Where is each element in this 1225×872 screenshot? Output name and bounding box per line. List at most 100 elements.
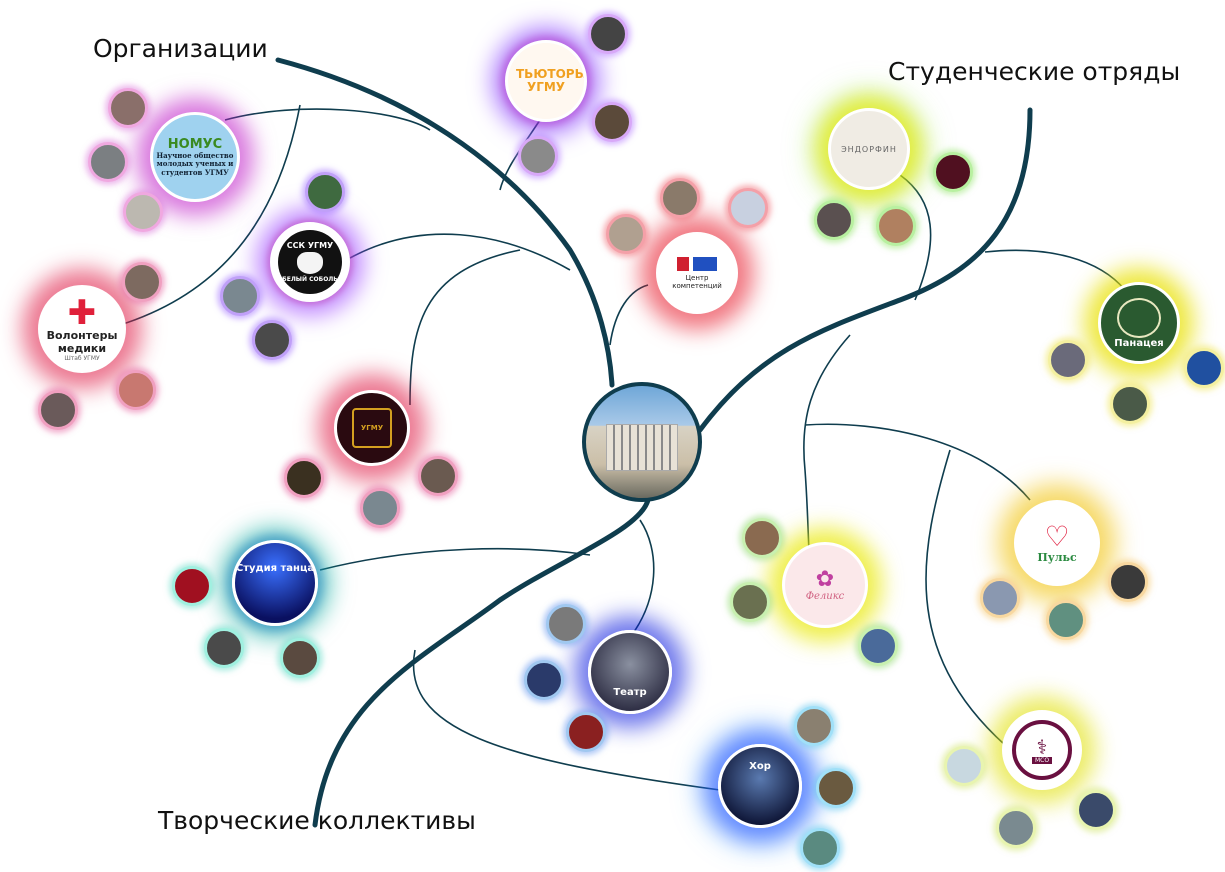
photo-endorphin-1 <box>933 152 973 192</box>
caduceus-icon: ⚕ <box>1036 734 1048 759</box>
photo-medic-2 <box>1076 790 1116 830</box>
photo-dance-3 <box>280 638 320 678</box>
building-icon <box>606 423 678 471</box>
photo-dance-2 <box>204 628 244 668</box>
node-medic-squad[interactable]: ⚕ МСО <box>1002 710 1082 790</box>
photo-council-3 <box>360 488 400 528</box>
medic-label: МСО <box>1031 756 1053 764</box>
panacea-emblem-icon <box>1117 297 1161 338</box>
photo-council-1 <box>284 458 324 498</box>
branch-label-organizations: Организации <box>93 34 268 63</box>
tutors-label: ТЬЮТОРЫ УГМУ <box>516 66 587 94</box>
node-tutors[interactable]: ТЬЮТОРЫ УГМУ <box>505 40 587 122</box>
branch-label-creative-groups: Творческие коллективы <box>158 806 476 835</box>
pulse-heart-icon: ♡ <box>1044 519 1070 553</box>
node-nomeus[interactable]: НОМУС Научное общество молодых ученых и … <box>150 112 240 202</box>
red-cross-icon: ✚ <box>67 293 97 334</box>
nomeus-description: Научное общество молодых ученых и студен… <box>156 150 234 177</box>
branch-tutors <box>499 119 541 191</box>
photo-volunteers-1 <box>122 262 162 302</box>
node-dance-studio[interactable]: Студия танца <box>232 540 318 626</box>
node-panacea[interactable]: Панацея <box>1098 282 1180 364</box>
node-theatre[interactable]: Театр <box>588 630 672 714</box>
photo-choir-3 <box>800 828 840 868</box>
panacea-label: Панацея <box>1114 337 1164 349</box>
competence-label: Центр компетенций <box>672 273 722 290</box>
node-ugmu-council[interactable]: УГМУ <box>334 390 410 466</box>
photo-dance-1 <box>172 566 212 606</box>
photo-pulse-3 <box>1046 600 1086 640</box>
branch-theatre <box>627 519 655 641</box>
photo-ssk-1 <box>305 172 345 212</box>
branch-competence <box>609 284 649 346</box>
photo-endorphin-2 <box>814 200 854 240</box>
medic-emblem: ⚕ МСО <box>1012 720 1072 780</box>
node-feliks[interactable]: ✿ Феликс <box>782 542 868 628</box>
node-choir[interactable]: Хор <box>718 744 802 828</box>
photo-competence-1 <box>660 178 700 218</box>
photo-nomeus-1 <box>108 88 148 128</box>
branch-dance <box>319 547 591 571</box>
trunk-organizations <box>275 57 615 388</box>
photo-nomeus-2 <box>88 142 128 182</box>
theatre-label: Театр <box>613 686 647 698</box>
branch-lower-squads <box>803 334 851 571</box>
photo-choir-1 <box>794 706 834 746</box>
nomeus-logo-text: НОМУС <box>167 136 223 152</box>
node-volunteers[interactable]: ✚ Волонтеры медики Штаб УГМУ <box>38 285 126 373</box>
photo-panacea-3 <box>1110 384 1150 424</box>
competence-logo-icon <box>677 256 717 271</box>
council-label: УГМУ <box>360 424 384 432</box>
node-competence-center[interactable]: Центр компетенций <box>656 232 738 314</box>
photo-volunteers-3 <box>38 390 78 430</box>
photo-pulse-1 <box>1108 562 1148 602</box>
photo-medic-1 <box>944 746 984 786</box>
ssk-emblem: ССК УГМУ БЕЛЫЙ СОБОЛЬ <box>278 230 342 294</box>
photo-feliks-1 <box>742 518 782 558</box>
feliks-flower-icon: ✿ <box>815 566 835 592</box>
photo-ssk-2 <box>220 276 260 316</box>
branch-choir <box>412 649 721 791</box>
photo-feliks-3 <box>858 626 898 666</box>
branch-nomeus <box>224 108 431 131</box>
branch-council <box>409 249 521 406</box>
photo-theatre-1 <box>546 604 586 644</box>
photo-panacea-2 <box>1184 348 1224 388</box>
trunk-student-squads <box>697 107 1033 433</box>
photo-theatre-3 <box>566 712 606 752</box>
photo-council-2 <box>418 456 458 496</box>
center-university-building <box>582 382 702 502</box>
photo-medic-3 <box>996 808 1036 848</box>
choir-label: Хор <box>749 760 771 772</box>
branch-pulse <box>804 423 1031 501</box>
photo-tutors-1 <box>588 14 628 54</box>
pulse-label: Пульс <box>1037 550 1077 564</box>
photo-tutors-3 <box>518 136 558 176</box>
dance-label: Студия танца <box>235 562 315 574</box>
photo-competence-2 <box>728 188 768 228</box>
feliks-label: Феликс <box>805 590 845 602</box>
trunk-creative <box>312 497 651 828</box>
photo-pulse-2 <box>980 578 1020 618</box>
photo-theatre-2 <box>524 660 564 700</box>
endorphin-label: ЭНДОРФИН <box>841 144 897 154</box>
ssk-sublabel: БЕЛЫЙ СОБОЛЬ <box>282 276 338 283</box>
photo-panacea-1 <box>1048 340 1088 380</box>
photo-volunteers-2 <box>116 370 156 410</box>
photo-competence-3 <box>606 214 646 254</box>
ssk-animal-icon <box>297 252 323 274</box>
branch-medic <box>925 449 1006 746</box>
photo-endorphin-3 <box>876 206 916 246</box>
branch-volunteers <box>119 104 301 326</box>
branch-endorphin <box>899 174 932 301</box>
volunteers-label: Волонтеры медики <box>46 329 118 355</box>
node-pulse[interactable]: ♡ Пульс <box>1014 500 1100 586</box>
volunteers-sublabel: Штаб УГМУ <box>64 354 100 362</box>
node-ssk[interactable]: ССК УГМУ БЕЛЫЙ СОБОЛЬ <box>270 222 350 302</box>
photo-ssk-3 <box>252 320 292 360</box>
node-endorphin[interactable]: ЭНДОРФИН <box>828 108 910 190</box>
photo-feliks-2 <box>730 582 770 622</box>
branch-label-student-squads: Студенческие отряды <box>888 57 1181 86</box>
ssk-label: ССК УГМУ <box>286 241 334 250</box>
